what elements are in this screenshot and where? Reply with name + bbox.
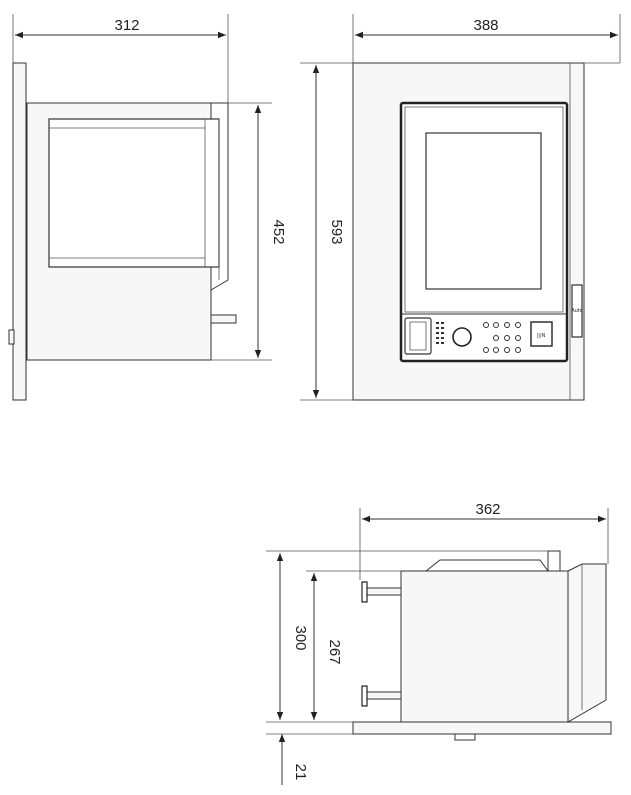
side-view: 312 452 bbox=[8, 14, 287, 401]
top-lid bbox=[424, 559, 549, 572]
front-key-block bbox=[404, 317, 432, 355]
dim-side-height: 452 bbox=[270, 219, 287, 244]
top-connector-pins bbox=[361, 581, 402, 707]
dim-top-width: 362 bbox=[475, 501, 500, 518]
front-knob bbox=[452, 327, 472, 347]
front-badge-label: |||N bbox=[537, 333, 546, 339]
front-badge bbox=[530, 321, 553, 347]
side-mount-plate bbox=[12, 62, 27, 401]
dim-top-total: 300 bbox=[292, 625, 309, 650]
front-key-window bbox=[409, 321, 427, 351]
top-rear-bracket bbox=[567, 563, 607, 723]
front-handle-label: Auto bbox=[571, 308, 583, 314]
front-button-cluster bbox=[483, 322, 521, 353]
side-rear-bracket bbox=[210, 102, 229, 291]
dim-front-height: 593 bbox=[328, 219, 345, 244]
top-base-foot bbox=[454, 733, 476, 741]
top-body bbox=[400, 570, 569, 723]
top-view: 362 300 267 21 bbox=[266, 501, 612, 785]
side-door-block bbox=[48, 118, 220, 268]
front-screen bbox=[425, 132, 542, 290]
front-handle bbox=[571, 284, 583, 338]
dim-top-body: 267 bbox=[326, 639, 343, 664]
top-base-plate bbox=[352, 721, 612, 735]
dim-top-base: 21 bbox=[292, 764, 309, 781]
side-rear-tab bbox=[210, 314, 237, 324]
front-led-column bbox=[436, 322, 444, 344]
dim-front-width: 388 bbox=[473, 17, 498, 34]
side-plate-tab bbox=[8, 329, 15, 345]
front-view: |||N Auto 388 593 bbox=[300, 14, 621, 401]
dim-side-width: 312 bbox=[114, 17, 139, 34]
top-lid-clip bbox=[547, 550, 561, 572]
front-bezel bbox=[404, 106, 564, 313]
